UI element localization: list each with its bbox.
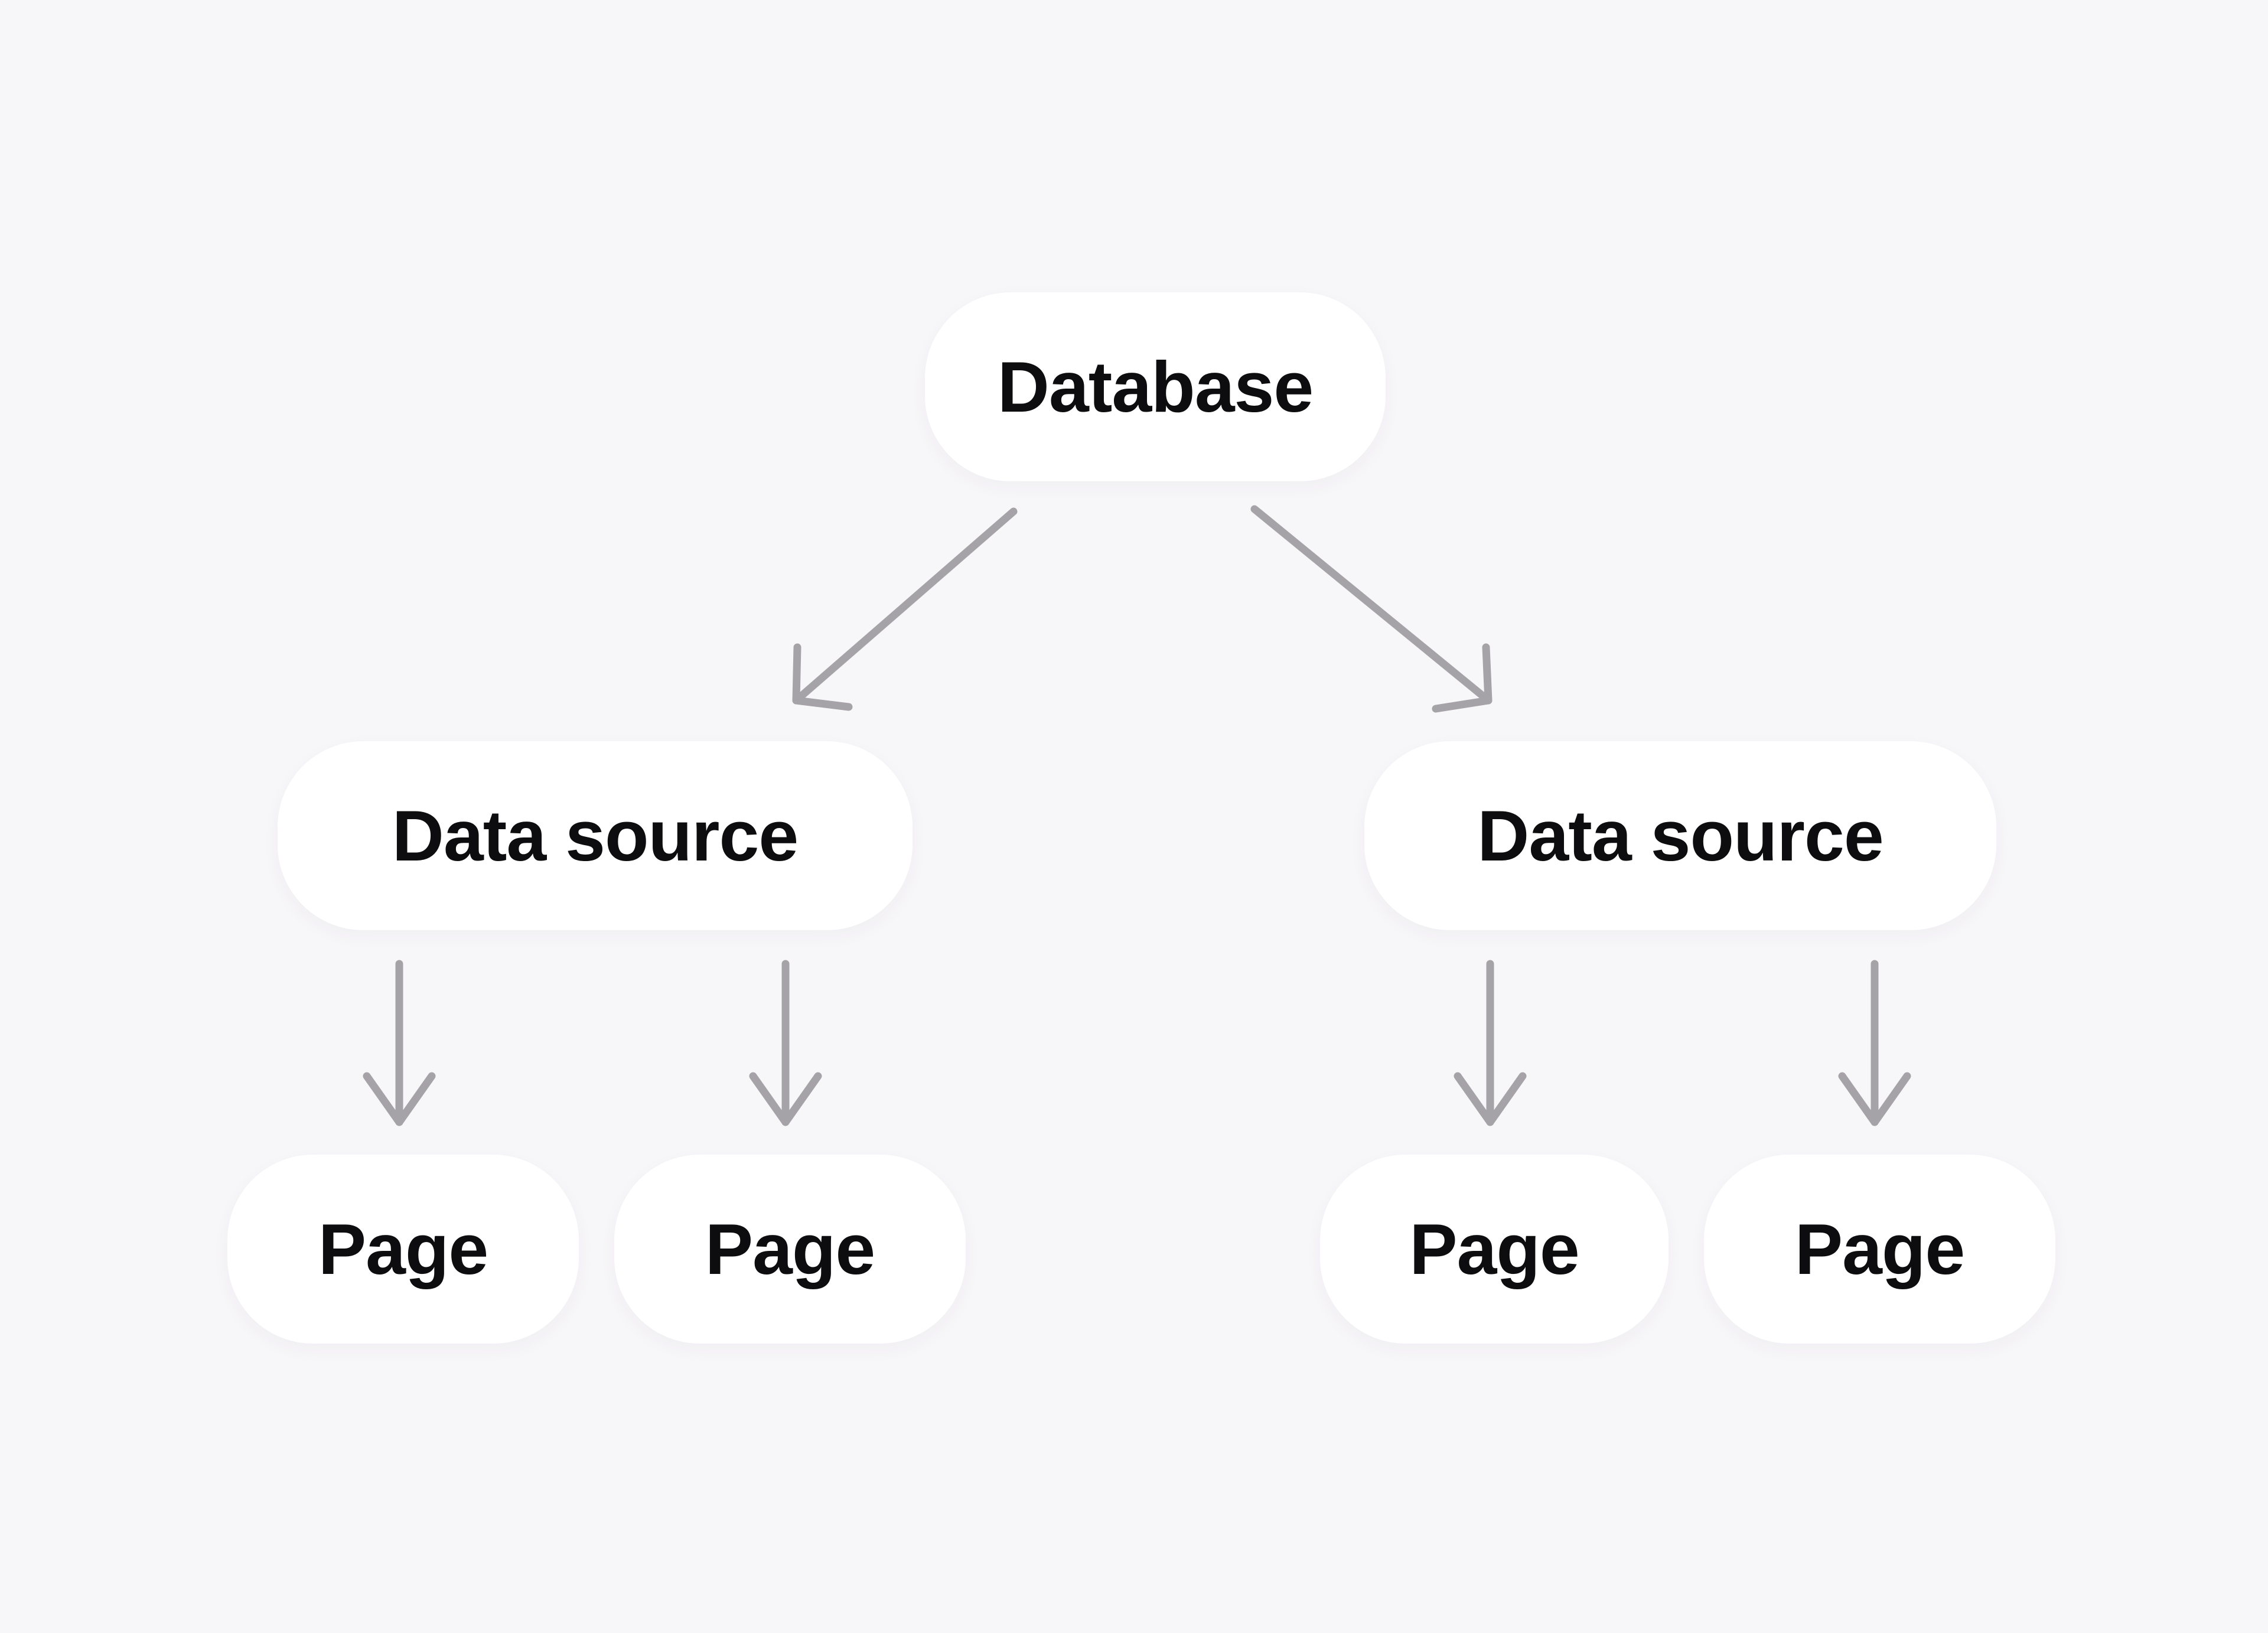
page-4-label: Page	[1794, 1209, 1966, 1289]
database-node: Database	[925, 292, 1386, 481]
page-node-3: Page	[1320, 1155, 1669, 1344]
page-node-1: Page	[227, 1155, 579, 1344]
datasource-left-label: Data source	[392, 796, 799, 876]
datasource-right-label: Data source	[1477, 796, 1884, 876]
arrow-database-to-datasource-left	[792, 507, 1018, 711]
arrow-datasource-left-to-page-2	[749, 960, 822, 1126]
page-3-label: Page	[1409, 1209, 1580, 1289]
database-label: Database	[997, 347, 1314, 427]
arrow-database-to-datasource-right	[1250, 505, 1493, 713]
datasource-node-left: Data source	[278, 741, 913, 930]
page-2-label: Page	[705, 1209, 876, 1289]
page-node-4: Page	[1704, 1155, 2055, 1344]
arrow-datasource-left-to-page-1	[363, 960, 436, 1126]
page-node-2: Page	[614, 1155, 966, 1344]
arrow-datasource-right-to-page-3	[1454, 960, 1527, 1126]
datasource-node-right: Data source	[1364, 741, 1996, 930]
page-1-label: Page	[318, 1209, 489, 1289]
arrow-datasource-right-to-page-4	[1838, 960, 1911, 1126]
